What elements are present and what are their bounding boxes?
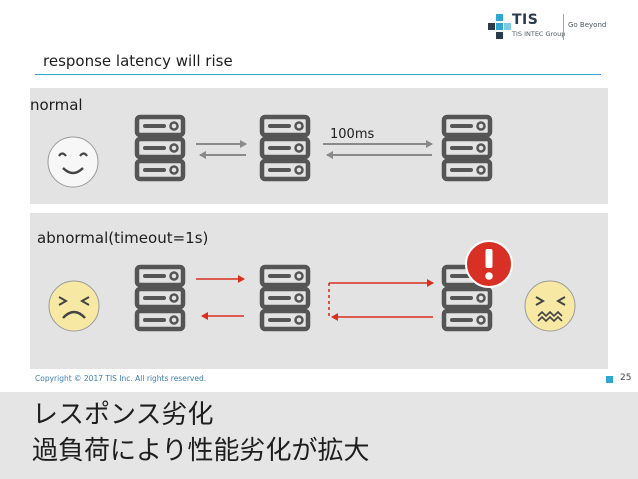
abnormal-panel (30, 213, 608, 369)
logo-subtitle: TIS INTEC Group (512, 30, 566, 38)
server-icon (262, 117, 308, 179)
latency-label: 100ms (330, 127, 375, 142)
title-underline (35, 74, 601, 75)
logo-divider (563, 14, 564, 40)
tis-logo-icon (488, 14, 511, 39)
normal-panel (30, 88, 608, 204)
logo-tagline: Go Beyond (568, 21, 607, 29)
server-icon (262, 267, 308, 329)
normal-label: normal (30, 96, 83, 114)
alert-icon (465, 240, 513, 288)
caption-line-2: 過負荷により性能劣化が拡大 (32, 436, 370, 466)
server-icon (137, 267, 183, 329)
abnormal-label: abnormal(timeout=1s) (37, 229, 209, 247)
server-icon (444, 117, 490, 179)
smile-face-icon (47, 136, 99, 188)
copyright: Copyright © 2017 TIS Inc. All rights res… (35, 374, 207, 383)
page-number: 25 (620, 373, 632, 383)
distressed-face-icon (524, 280, 576, 332)
caption-line-1: レスポンス劣化 (32, 400, 214, 430)
server-icon (137, 117, 183, 179)
caption-band (0, 392, 638, 479)
logo-name: TIS (512, 12, 539, 28)
sad-face-icon (48, 280, 100, 332)
page-marker (606, 376, 613, 383)
tis-logo (488, 12, 598, 42)
slide-title: response latency will rise (43, 52, 233, 70)
